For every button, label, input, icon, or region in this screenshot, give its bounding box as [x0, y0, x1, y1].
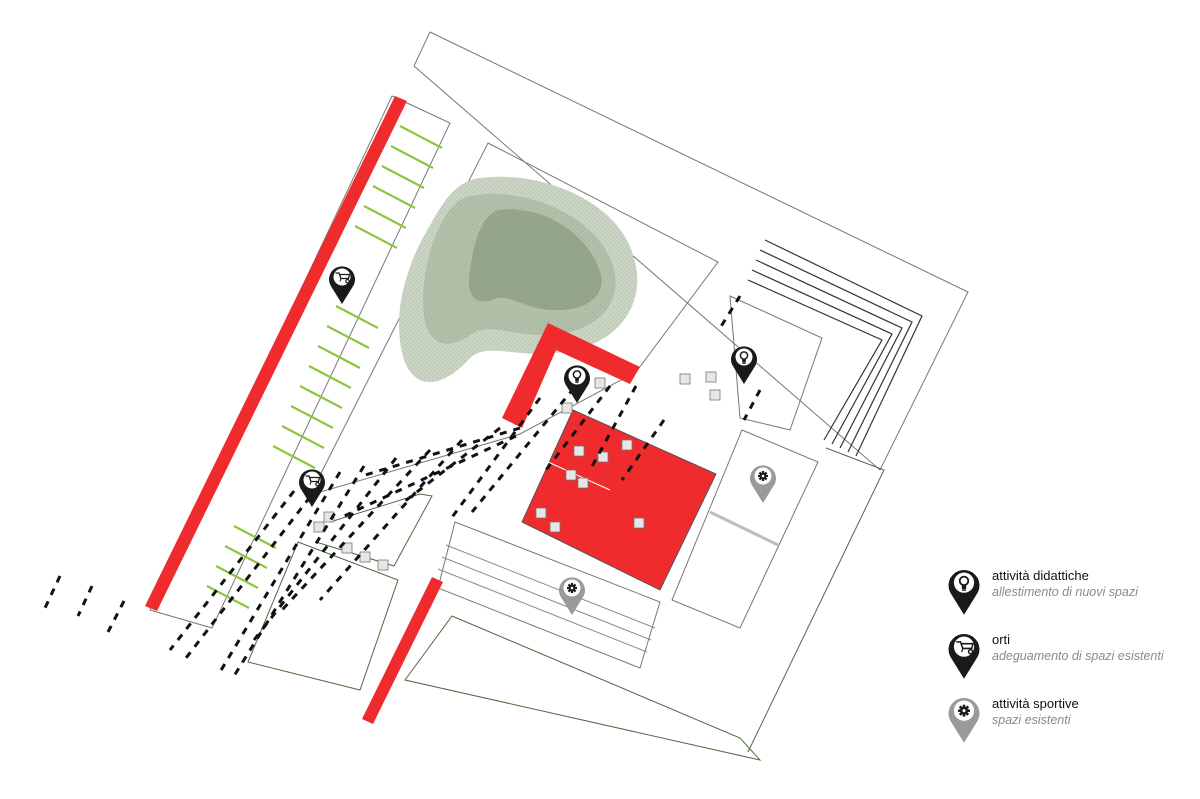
legend-subtitle: allestimento di nuovi spazi: [992, 585, 1138, 599]
legend-subtitle: adeguamento di spazi esistenti: [992, 649, 1164, 663]
south-courtyard-outline: [437, 521, 661, 669]
track-lines: [437, 544, 656, 653]
west-red-wall: [145, 96, 407, 611]
pin-sportive-field[interactable]: [750, 465, 776, 503]
dashed-paths: [43, 295, 762, 677]
pin-didattiche-east[interactable]: [730, 345, 758, 385]
pin-sportive-track[interactable]: [559, 577, 585, 615]
grandstand: [747, 239, 923, 457]
east-block-outline: [729, 295, 823, 431]
map-legend: attività didattiche allestimento di nuov…: [946, 566, 1196, 758]
site-outlines: [149, 31, 969, 669]
new-buildings: [145, 96, 716, 724]
north-block-outline: [309, 142, 719, 496]
court-lines: [709, 510, 779, 547]
legend-item-didattiche: attività didattiche allestimento di nuov…: [946, 566, 1196, 630]
sports-field-outline: [671, 429, 819, 629]
garden-plots: [206, 125, 443, 609]
small-squares: [313, 371, 721, 571]
wheelbarrow-icon: [947, 633, 981, 680]
legend-title: orti: [992, 632, 1011, 647]
north-road-outline: [413, 31, 969, 471]
south-red-wall: [362, 577, 443, 724]
lightbulb-icon: [947, 569, 981, 616]
southwest-plot-outline: [247, 541, 399, 691]
main-red-building: [522, 410, 716, 590]
legend-title: attività sportive: [992, 696, 1079, 711]
east-boundary-line: [747, 447, 885, 753]
pin-didattiche-central[interactable]: [563, 364, 591, 404]
l-shaped-building: [502, 323, 640, 428]
south-plot-outline: [404, 615, 762, 761]
legend-title: attività didattiche: [992, 568, 1089, 583]
legend-item-orti: orti adeguamento di spazi esistenti: [946, 630, 1196, 694]
park-pond: [398, 176, 638, 383]
legend-item-sportive: attività sportive spazi esistenti: [946, 694, 1196, 758]
gear-icon: [948, 697, 980, 743]
legend-subtitle: spazi esistenti: [992, 713, 1071, 727]
pin-orti-west[interactable]: [328, 265, 356, 305]
